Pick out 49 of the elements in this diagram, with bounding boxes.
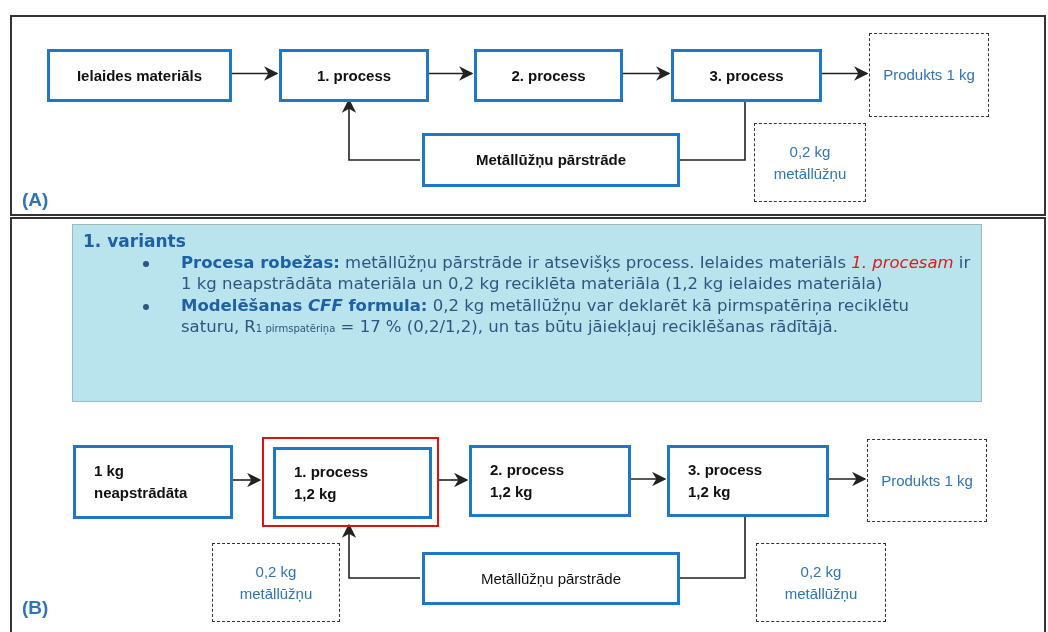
- output-box: [869, 33, 989, 117]
- box-label: 1,2 kg: [490, 482, 533, 502]
- box-label: 0,2 kg metāllūžņu: [772, 141, 848, 184]
- arrow: [436, 472, 469, 488]
- box-label: Ielaides materiāls: [76, 65, 203, 86]
- output-box: [867, 439, 987, 522]
- box-label: 1,2 kg: [688, 482, 731, 502]
- process-box: [422, 133, 680, 187]
- process-box: [667, 445, 829, 517]
- arrow: [628, 471, 667, 487]
- panel: [10, 217, 1046, 632]
- heading: 1. variants: [83, 231, 187, 251]
- process-box: [474, 49, 623, 102]
- box-label: 3. process: [709, 65, 784, 86]
- arrow: [819, 66, 869, 81]
- info-box: [72, 224, 982, 402]
- box-label: 1,2 kg: [294, 484, 337, 504]
- arrow: [229, 66, 279, 81]
- bullet-text: Procesa robežas: metāllūžņu pārstrāde ir atsevišķs process. Ielaides materiāls 1. procesam ir 1 kg neapstrādāta materiāla un 0,2 kg reciklēta materiāla (1,2 kg ielaides materiāla): [181, 252, 971, 295]
- arrow: [230, 472, 262, 488]
- highlight-frame: [262, 437, 439, 527]
- arrow: [826, 471, 867, 487]
- panel-label: (A): [22, 189, 49, 211]
- process-box: [273, 447, 432, 519]
- box-label: Produkts 1 kg: [881, 470, 973, 491]
- box-label: 1. process: [316, 65, 392, 86]
- box-label: 0,2 kg metāllūžņu: [783, 561, 859, 604]
- arrow: [426, 66, 474, 81]
- box-label: Metāllūžņu pārstrāde: [476, 150, 626, 171]
- box-label: Metāllūžņu pārstrāde: [480, 568, 622, 589]
- box-label: 0,2 kg metāllūžņu: [238, 561, 314, 604]
- scrap-box: [756, 543, 886, 622]
- box-label: 3. process: [688, 460, 763, 481]
- box-label: 2. process: [490, 460, 565, 481]
- process-box: [279, 49, 429, 102]
- process-box: [47, 49, 232, 102]
- scrap-box: [212, 543, 340, 622]
- panel-label: (B): [22, 597, 49, 619]
- box-label: 1 kg neapstrādāta: [94, 461, 189, 503]
- process-box: [73, 445, 233, 519]
- arrow: [620, 66, 671, 81]
- process-box: [422, 552, 680, 605]
- process-box: [671, 49, 822, 102]
- box-label: 2. process: [511, 65, 586, 86]
- box-label: 1. process: [294, 462, 369, 483]
- panel: [10, 15, 1046, 216]
- process-box: [469, 445, 631, 517]
- box-label: Produkts 1 kg: [883, 65, 975, 86]
- scrap-box: [754, 123, 866, 202]
